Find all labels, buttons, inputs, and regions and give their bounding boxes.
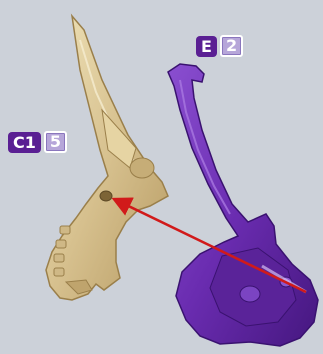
part-c1-quantity: 5 (44, 131, 67, 153)
part-e-id: E (196, 36, 217, 57)
part-c1-id: C1 (8, 132, 41, 153)
part-c1-piece (46, 16, 168, 300)
part-e-quantity: 2 (220, 35, 243, 57)
part-e-label: E 2 (196, 35, 243, 57)
part-e-piece (168, 64, 318, 346)
part-c1-label: C1 5 (8, 131, 67, 153)
